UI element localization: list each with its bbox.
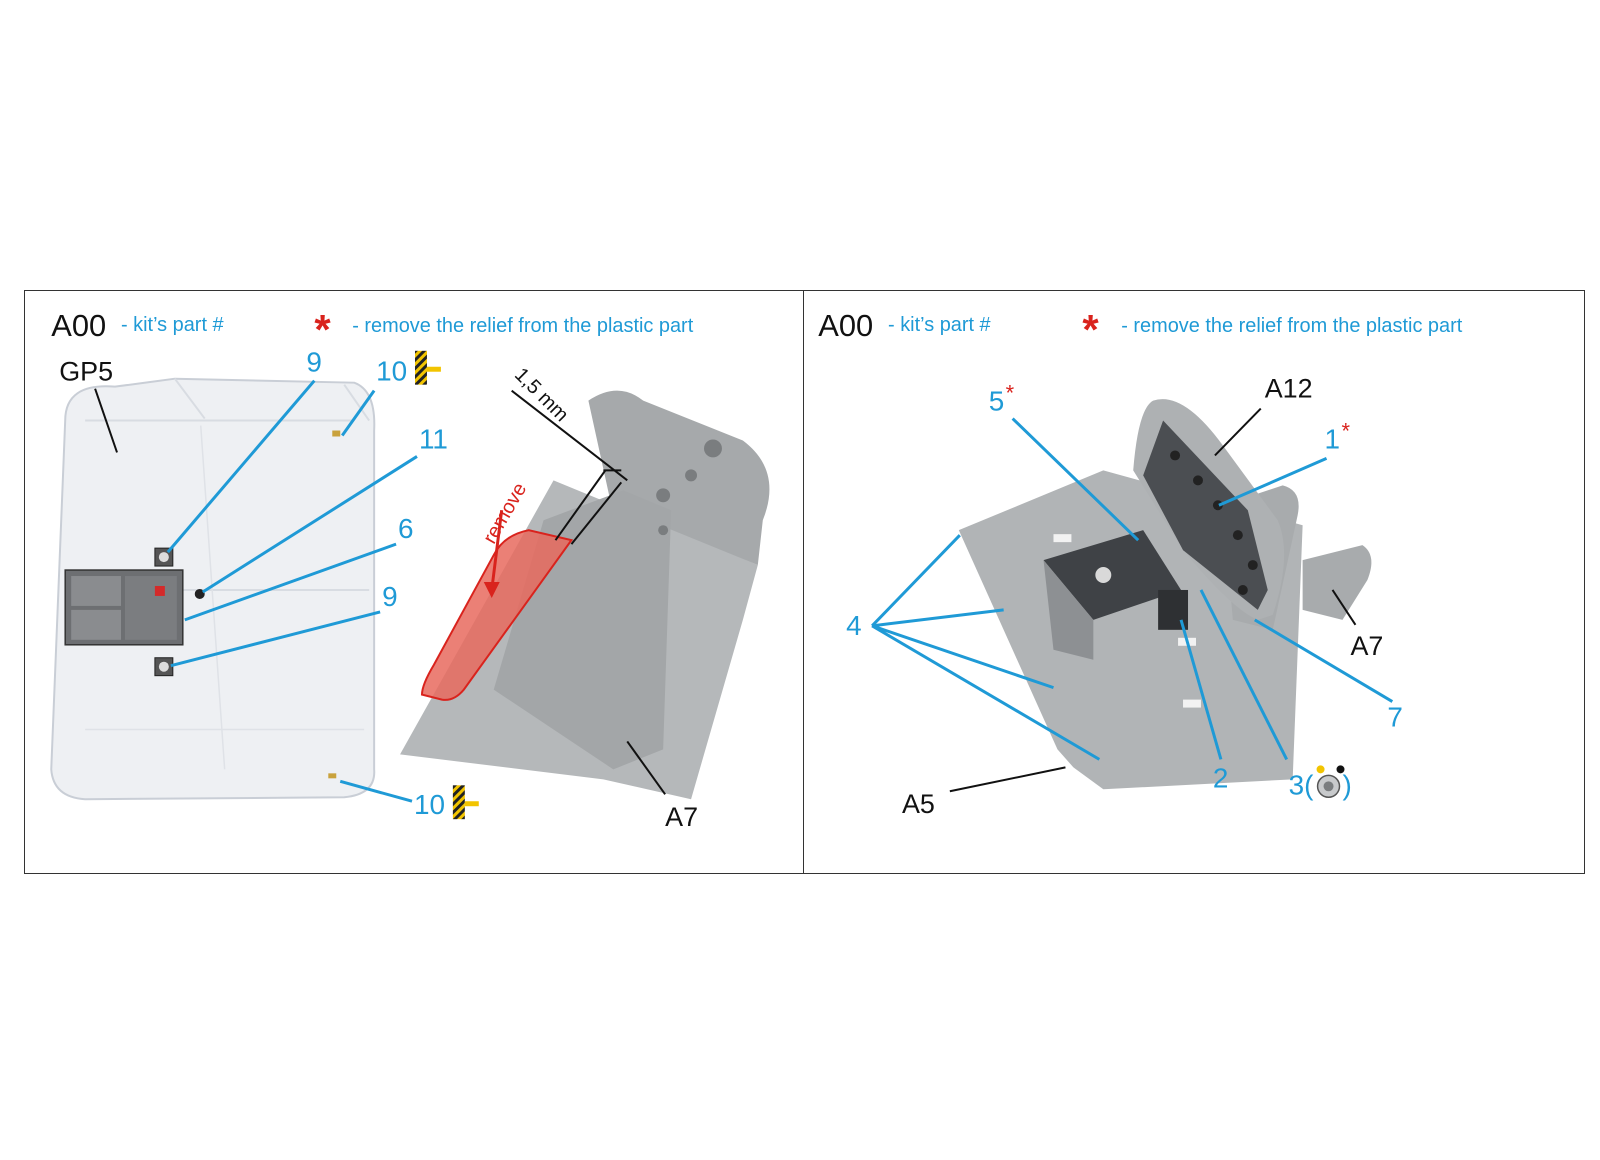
label-3-close: ): [1342, 769, 1351, 800]
label-7: 7: [1387, 702, 1403, 733]
asterisk-1: *: [1341, 418, 1350, 443]
canopy-part-gp5: [50, 377, 376, 801]
gauge-decal-icon: [1316, 765, 1345, 799]
label-a12: A12: [1265, 374, 1313, 404]
legend-star-desc: - remove the relief from the plastic par…: [1121, 315, 1462, 337]
left-instruction-panel: A00 - kit’s part # * - remove the relief…: [24, 290, 804, 874]
label-6: 6: [398, 513, 414, 544]
label-9-bottom: 9: [382, 581, 398, 612]
legend-part-desc: - kit’s part #: [888, 314, 991, 336]
label-5: 5: [989, 386, 1005, 417]
part-10-upper: [332, 430, 341, 437]
legend-asterisk: *: [314, 306, 331, 353]
part-11-dot: [194, 588, 205, 599]
label-1: 1: [1325, 423, 1341, 454]
part-a7-3d: [400, 390, 770, 800]
tape-warning-icon: [452, 785, 479, 820]
legend-part-code: A00: [51, 308, 106, 343]
label-10-top: 10: [376, 356, 407, 387]
panel-decal-6: [64, 569, 184, 646]
knob-9-upper: [154, 547, 174, 567]
label-a7: A7: [665, 802, 698, 832]
asterisk-5: *: [1006, 381, 1015, 406]
knob-9-lower: [154, 657, 174, 677]
legend-part-desc: - kit’s part #: [121, 314, 224, 336]
part-10-lower: [328, 773, 337, 779]
tape-warning-icon: [414, 350, 441, 385]
console-decal-5: [1043, 530, 1189, 660]
label-gp5: GP5: [59, 357, 113, 387]
label-11: 11: [419, 423, 448, 454]
legend-asterisk: *: [1082, 306, 1099, 353]
legend-part-code: A00: [818, 308, 873, 343]
label-dimension: 1,5 mm: [510, 364, 573, 427]
label-9-top: 9: [306, 347, 322, 378]
legend-star-desc: - remove the relief from the plastic par…: [352, 315, 693, 337]
label-10-bottom: 10: [414, 789, 445, 820]
part-a12-panel: [1133, 399, 1285, 620]
label-a5: A5: [902, 789, 935, 819]
right-instruction-panel: A00 - kit’s part # * - remove the relief…: [803, 290, 1585, 874]
label-2: 2: [1213, 762, 1229, 793]
left-diagram: A00 - kit’s part # * - remove the relief…: [50, 306, 770, 832]
label-4: 4: [846, 610, 862, 641]
right-diagram: A00 - kit’s part # * - remove the relief…: [818, 306, 1462, 819]
label-a7: A7: [1350, 631, 1383, 661]
label-3: 3(: [1289, 769, 1315, 800]
